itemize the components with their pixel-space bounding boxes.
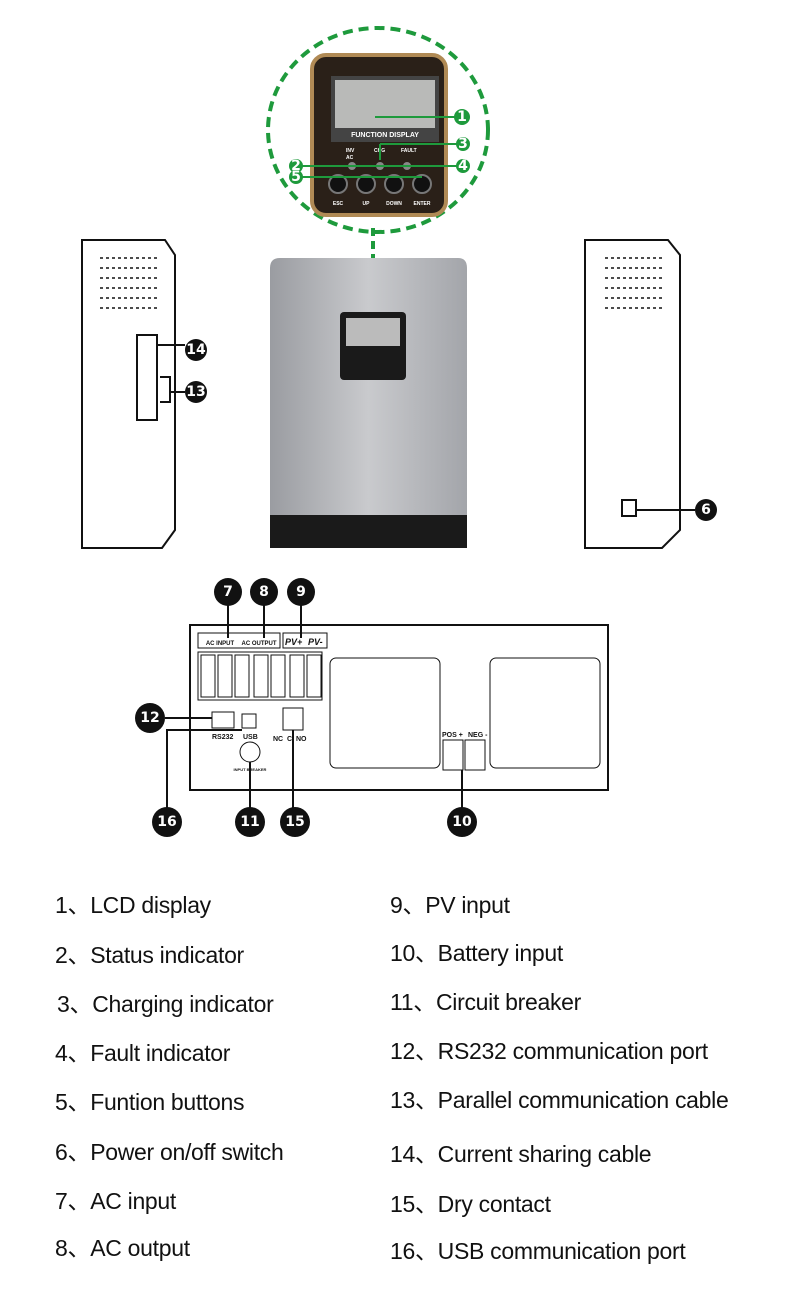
fan-right <box>489 657 601 769</box>
svg-text:16: 16 <box>157 814 176 830</box>
svg-text:1: 1 <box>457 109 467 125</box>
callout-10: 10 <box>447 807 477 837</box>
inverter-bottom-panel: AC INPUT AC OUTPUT PV+ PV- RS232 USB NC … <box>189 624 609 791</box>
legend-item: 12、RS232 communication port <box>390 1038 708 1064</box>
c-label: C <box>287 736 292 743</box>
svg-text:5: 5 <box>291 169 301 185</box>
legend-item: 14、Current sharing cable <box>390 1141 652 1167</box>
callout-4: 4 <box>456 158 470 174</box>
usb-label: USB <box>243 734 258 741</box>
lcd-screen <box>335 80 435 128</box>
callout-6: 6 <box>695 499 717 521</box>
svg-text:11: 11 <box>240 814 259 830</box>
fan-left <box>329 657 441 769</box>
svg-text:15: 15 <box>285 814 304 830</box>
zoom-circle <box>266 26 490 234</box>
no-label: NO <box>296 736 307 743</box>
legend-item: 3、Charging indicator <box>57 991 274 1017</box>
callout-9: 9 <box>287 578 315 606</box>
rs232-label: RS232 <box>212 734 234 741</box>
inverter-left-side <box>81 239 176 549</box>
callout-8: 8 <box>250 578 278 606</box>
front-panel-closeup: FUNCTION DISPLAY INV AC CHG FAULT ESC UP… <box>302 53 458 217</box>
svg-text:4: 4 <box>458 158 468 174</box>
callout-2: 2 <box>289 158 303 174</box>
svg-text:12: 12 <box>140 710 159 726</box>
callout-13: 13 <box>185 381 207 403</box>
up-button[interactable] <box>356 174 376 194</box>
down-button[interactable] <box>384 174 404 194</box>
pos-label: POS + <box>442 732 463 739</box>
circuit-breaker[interactable] <box>239 741 261 763</box>
down-label: DOWN <box>386 201 402 207</box>
power-switch[interactable] <box>621 499 637 517</box>
legend-item: 10、Battery input <box>390 940 563 966</box>
callout-7: 7 <box>214 578 242 606</box>
callout-3: 3 <box>456 136 470 152</box>
inverter-front <box>270 258 467 548</box>
legend-item: 15、Dry contact <box>390 1191 551 1217</box>
inv-label: INV <box>346 148 355 154</box>
legend-item: 1、LCD display <box>55 892 211 918</box>
enter-label: ENTER <box>414 201 431 207</box>
callout-1: 1 <box>454 109 470 125</box>
legend-item: 2、Status indicator <box>55 942 244 968</box>
battery-neg-terminal <box>464 739 486 771</box>
neg-label: NEG - <box>468 732 488 739</box>
ac-label: AC <box>346 155 354 161</box>
callout-5: 5 <box>289 169 303 185</box>
up-label: UP <box>363 201 371 207</box>
svg-text:8: 8 <box>259 584 269 600</box>
legend-item: 4、Fault indicator <box>55 1040 231 1066</box>
enter-button[interactable] <box>412 174 432 194</box>
legend-item: 11、Circuit breaker <box>390 989 582 1015</box>
pv-minus-label: PV- <box>308 637 323 647</box>
legend-item: 6、Power on/off switch <box>55 1139 284 1165</box>
svg-text:9: 9 <box>296 584 306 600</box>
svg-text:7: 7 <box>223 584 233 600</box>
svg-text:10: 10 <box>452 814 472 830</box>
callout-15: 15 <box>280 807 310 837</box>
svg-text:2: 2 <box>291 158 301 174</box>
legend-item: 5、Funtion buttons <box>55 1089 245 1115</box>
legend-item: 7、AC input <box>55 1188 177 1214</box>
esc-button[interactable] <box>328 174 348 194</box>
fault-label: FAULT <box>401 148 417 154</box>
legend-item: 8、AC output <box>55 1235 190 1261</box>
function-buttons: ESC UP DOWN ENTER <box>328 174 432 207</box>
usb-port[interactable] <box>241 713 257 729</box>
pv-plus-label: PV+ <box>285 637 303 647</box>
callouts: 1 2 3 4 5 6 7 8 9 10 11 12 13 14 15 16 <box>135 109 717 837</box>
esc-label: ESC <box>333 201 344 207</box>
ac-output-label: AC OUTPUT <box>242 641 277 647</box>
legend-item: 9、PV input <box>390 892 510 918</box>
svg-text:6: 6 <box>701 502 711 518</box>
svg-text:14: 14 <box>186 342 206 358</box>
callout-11: 11 <box>235 807 265 837</box>
svg-text:3: 3 <box>458 136 468 152</box>
dry-contact <box>282 707 304 731</box>
callout-12: 12 <box>135 703 165 733</box>
legend-item: 16、USB communication port <box>390 1238 686 1264</box>
callout-14: 14 <box>185 339 207 361</box>
callout-16: 16 <box>152 807 182 837</box>
inverter-diagram: FUNCTION DISPLAY INV AC CHG FAULT ESC UP… <box>81 26 717 837</box>
nc-label: NC <box>273 736 283 743</box>
lcd-title: FUNCTION DISPLAY <box>351 132 419 139</box>
rs232-port[interactable] <box>211 711 235 729</box>
ac-input-label: AC INPUT <box>206 641 235 647</box>
legend-item: 13、Parallel communication cable <box>390 1087 729 1113</box>
battery-pos-terminal <box>442 739 464 771</box>
svg-text:13: 13 <box>186 384 205 400</box>
inverter-right-side <box>584 239 681 549</box>
